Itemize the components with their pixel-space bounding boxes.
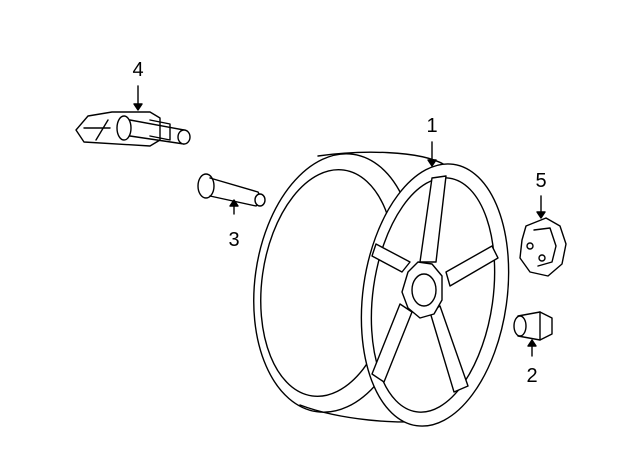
- lug-nut: [513, 311, 553, 341]
- wheel-center-cap: [401, 261, 443, 319]
- callout-5: 5: [535, 170, 547, 192]
- wheel-weight: [519, 217, 567, 277]
- wheel: [253, 151, 510, 427]
- leader-arrows: [133, 85, 546, 357]
- callout-3: 3: [228, 229, 240, 251]
- wheel-hub: [411, 273, 437, 307]
- tpms-sensor: [75, 111, 191, 147]
- callout-2: 2: [526, 365, 538, 387]
- callout-1: 1: [426, 115, 438, 137]
- wheel-spokes: [371, 175, 499, 393]
- callout-4: 4: [132, 59, 144, 81]
- valve-stem: [197, 173, 266, 207]
